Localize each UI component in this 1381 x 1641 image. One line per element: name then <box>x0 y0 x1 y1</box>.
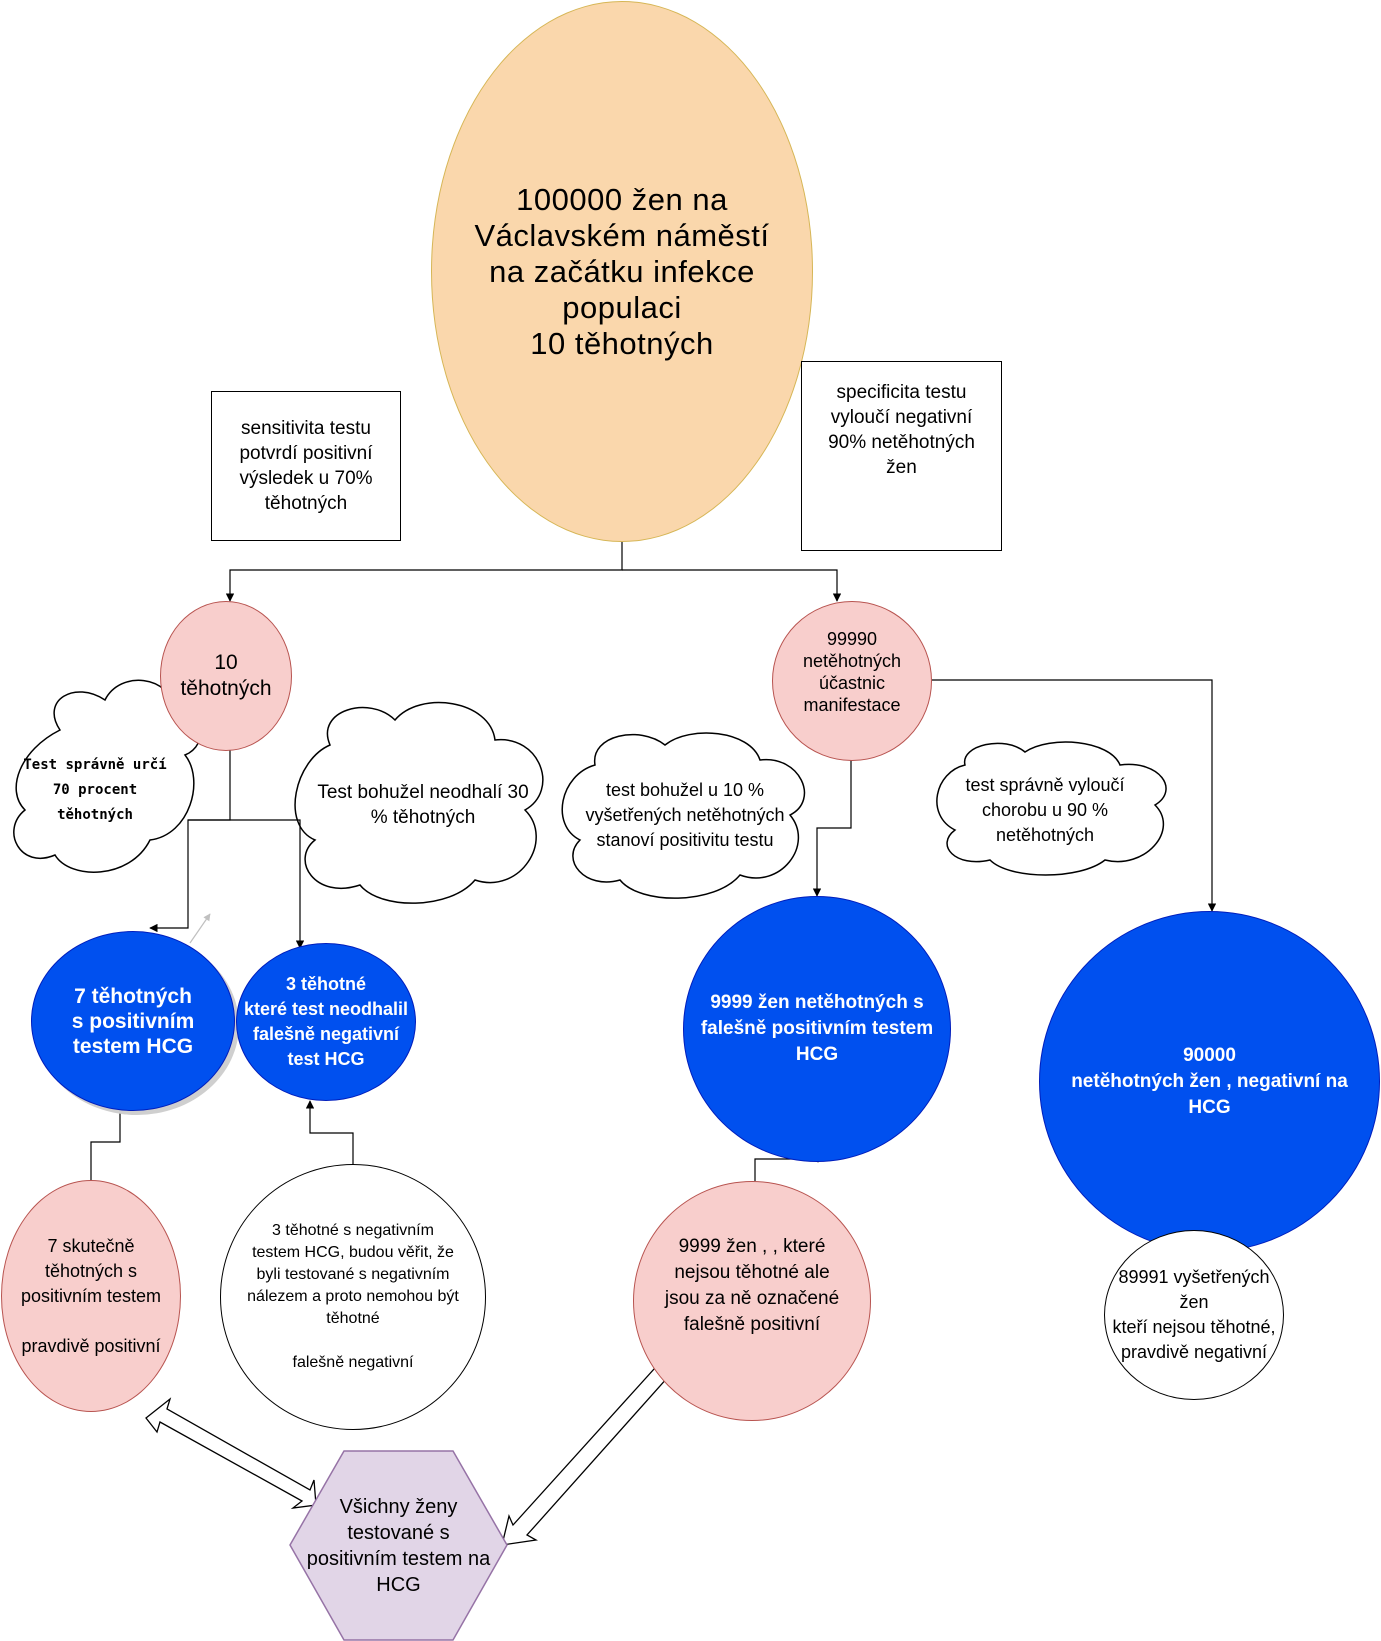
false-negative-white-text: 3 těhotné s negativním testem HCG, budou… <box>247 1222 459 1371</box>
edge-root-to-non-pregnant <box>622 569 842 602</box>
edge-non-pregnant-to-false-pos <box>812 760 852 897</box>
non-pregnant-node: 99990 netěhotných účastnic manifestace <box>772 601 932 761</box>
true-negative-white-text: 89991 vyšetřených žen kteří nejsou těhot… <box>1112 1267 1276 1362</box>
edge-root-to-pregnant <box>225 542 623 602</box>
true-negative-blue-text: 90000 netěhotných žen , negativní na HCG <box>1071 1044 1348 1118</box>
hexagon-text: Všichny ženy testované s positivním test… <box>306 1495 491 1596</box>
cloud-shape-false-10 <box>561 732 806 899</box>
cloud-correct-70: Test správně určí 70 procent těhotných <box>10 740 180 840</box>
hexagon-node: Všichny ženy testované s positivním test… <box>289 1450 508 1641</box>
cloud-correct-70-text: Test správně určí 70 procent těhotných <box>23 756 167 823</box>
cloud-shape-correct-70 <box>13 679 202 873</box>
cloud-miss-30: Test bohužel neodhalí 30 % těhotných <box>292 770 554 840</box>
true-positive-blue-node: 7 těhotných s positivním testem HCG <box>31 931 235 1111</box>
cloud-false-10: test bohužel u 10 % vyšetřených netěhotn… <box>560 770 810 860</box>
pregnant-node: 10 těhotných <box>160 601 292 751</box>
edge-pregnant-to-false-neg <box>188 819 305 949</box>
cloud-correct-90: test správně vyloučí chorobu u 90 % netě… <box>935 770 1155 850</box>
false-negative-blue-node: 3 těhotné které test neodhalil falešně n… <box>236 943 416 1101</box>
root-population-node: 100000 žen na Václavském náměstí na začá… <box>431 1 813 542</box>
cloud-correct-90-text: test správně vyloučí chorobu u 90 % netě… <box>965 774 1125 845</box>
edge-grey-arrow <box>189 913 211 944</box>
true-positive-pink-node: 7 skutečně těhotných s positivním testem… <box>1 1180 181 1412</box>
false-negative-blue-text: 3 těhotné které test neodhalil falešně n… <box>243 974 409 1069</box>
specificity-note-text: specificita testu vyloučí negativní 90% … <box>828 382 975 478</box>
cloud-shape-miss-30 <box>294 701 544 904</box>
false-positive-blue-text: 9999 žen netěhotných s falešně positivní… <box>700 992 934 1065</box>
edge-non-pregnant-to-true-neg <box>932 679 1217 912</box>
edge-white-false-neg-up <box>305 1100 354 1164</box>
false-positive-pink-node: 9999 žen , , které nejsou těhotné ale js… <box>633 1181 871 1421</box>
false-positive-blue-node: 9999 žen netěhotných s falešně positivní… <box>683 896 951 1162</box>
true-negative-blue-node: 90000 netěhotných žen , negativní na HCG <box>1039 911 1380 1252</box>
cloud-shape-correct-90 <box>936 741 1167 876</box>
false-positive-pink-text: 9999 žen , , které nejsou těhotné ale js… <box>664 1236 840 1335</box>
sensitivity-note-text: sensitivita testu potvrdí positivní výsl… <box>239 418 373 514</box>
pregnant-node-text: 10 těhotných <box>180 651 272 700</box>
edge-pink-false-pos-up <box>754 1154 823 1181</box>
hexagon-shape <box>289 1450 508 1641</box>
true-positive-blue-text: 7 těhotných s positivním testem HCG <box>71 984 195 1058</box>
root-text: 100000 žen na Václavském náměstí na začá… <box>474 181 770 361</box>
cloud-false-10-text: test bohužel u 10 % vyšetřených netěhotn… <box>585 779 785 850</box>
sensitivity-note: sensitivita testu potvrdí positivní výsl… <box>211 391 401 541</box>
specificity-note: specificita testu vyloučí negativní 90% … <box>801 361 1002 551</box>
non-pregnant-node-text: 99990 netěhotných účastnic manifestace <box>802 629 902 715</box>
edge-pink-true-pos-up <box>90 1100 125 1180</box>
cloud-miss-30-text: Test bohužel neodhalí 30 % těhotných <box>317 782 529 828</box>
true-negative-white-node: 89991 vyšetřených žen kteří nejsou těhot… <box>1104 1230 1284 1400</box>
true-positive-pink-text: 7 skutečně těhotných s positivním testem… <box>20 1235 162 1356</box>
false-negative-white-node: 3 těhotné s negativním testem HCG, budou… <box>220 1164 486 1430</box>
